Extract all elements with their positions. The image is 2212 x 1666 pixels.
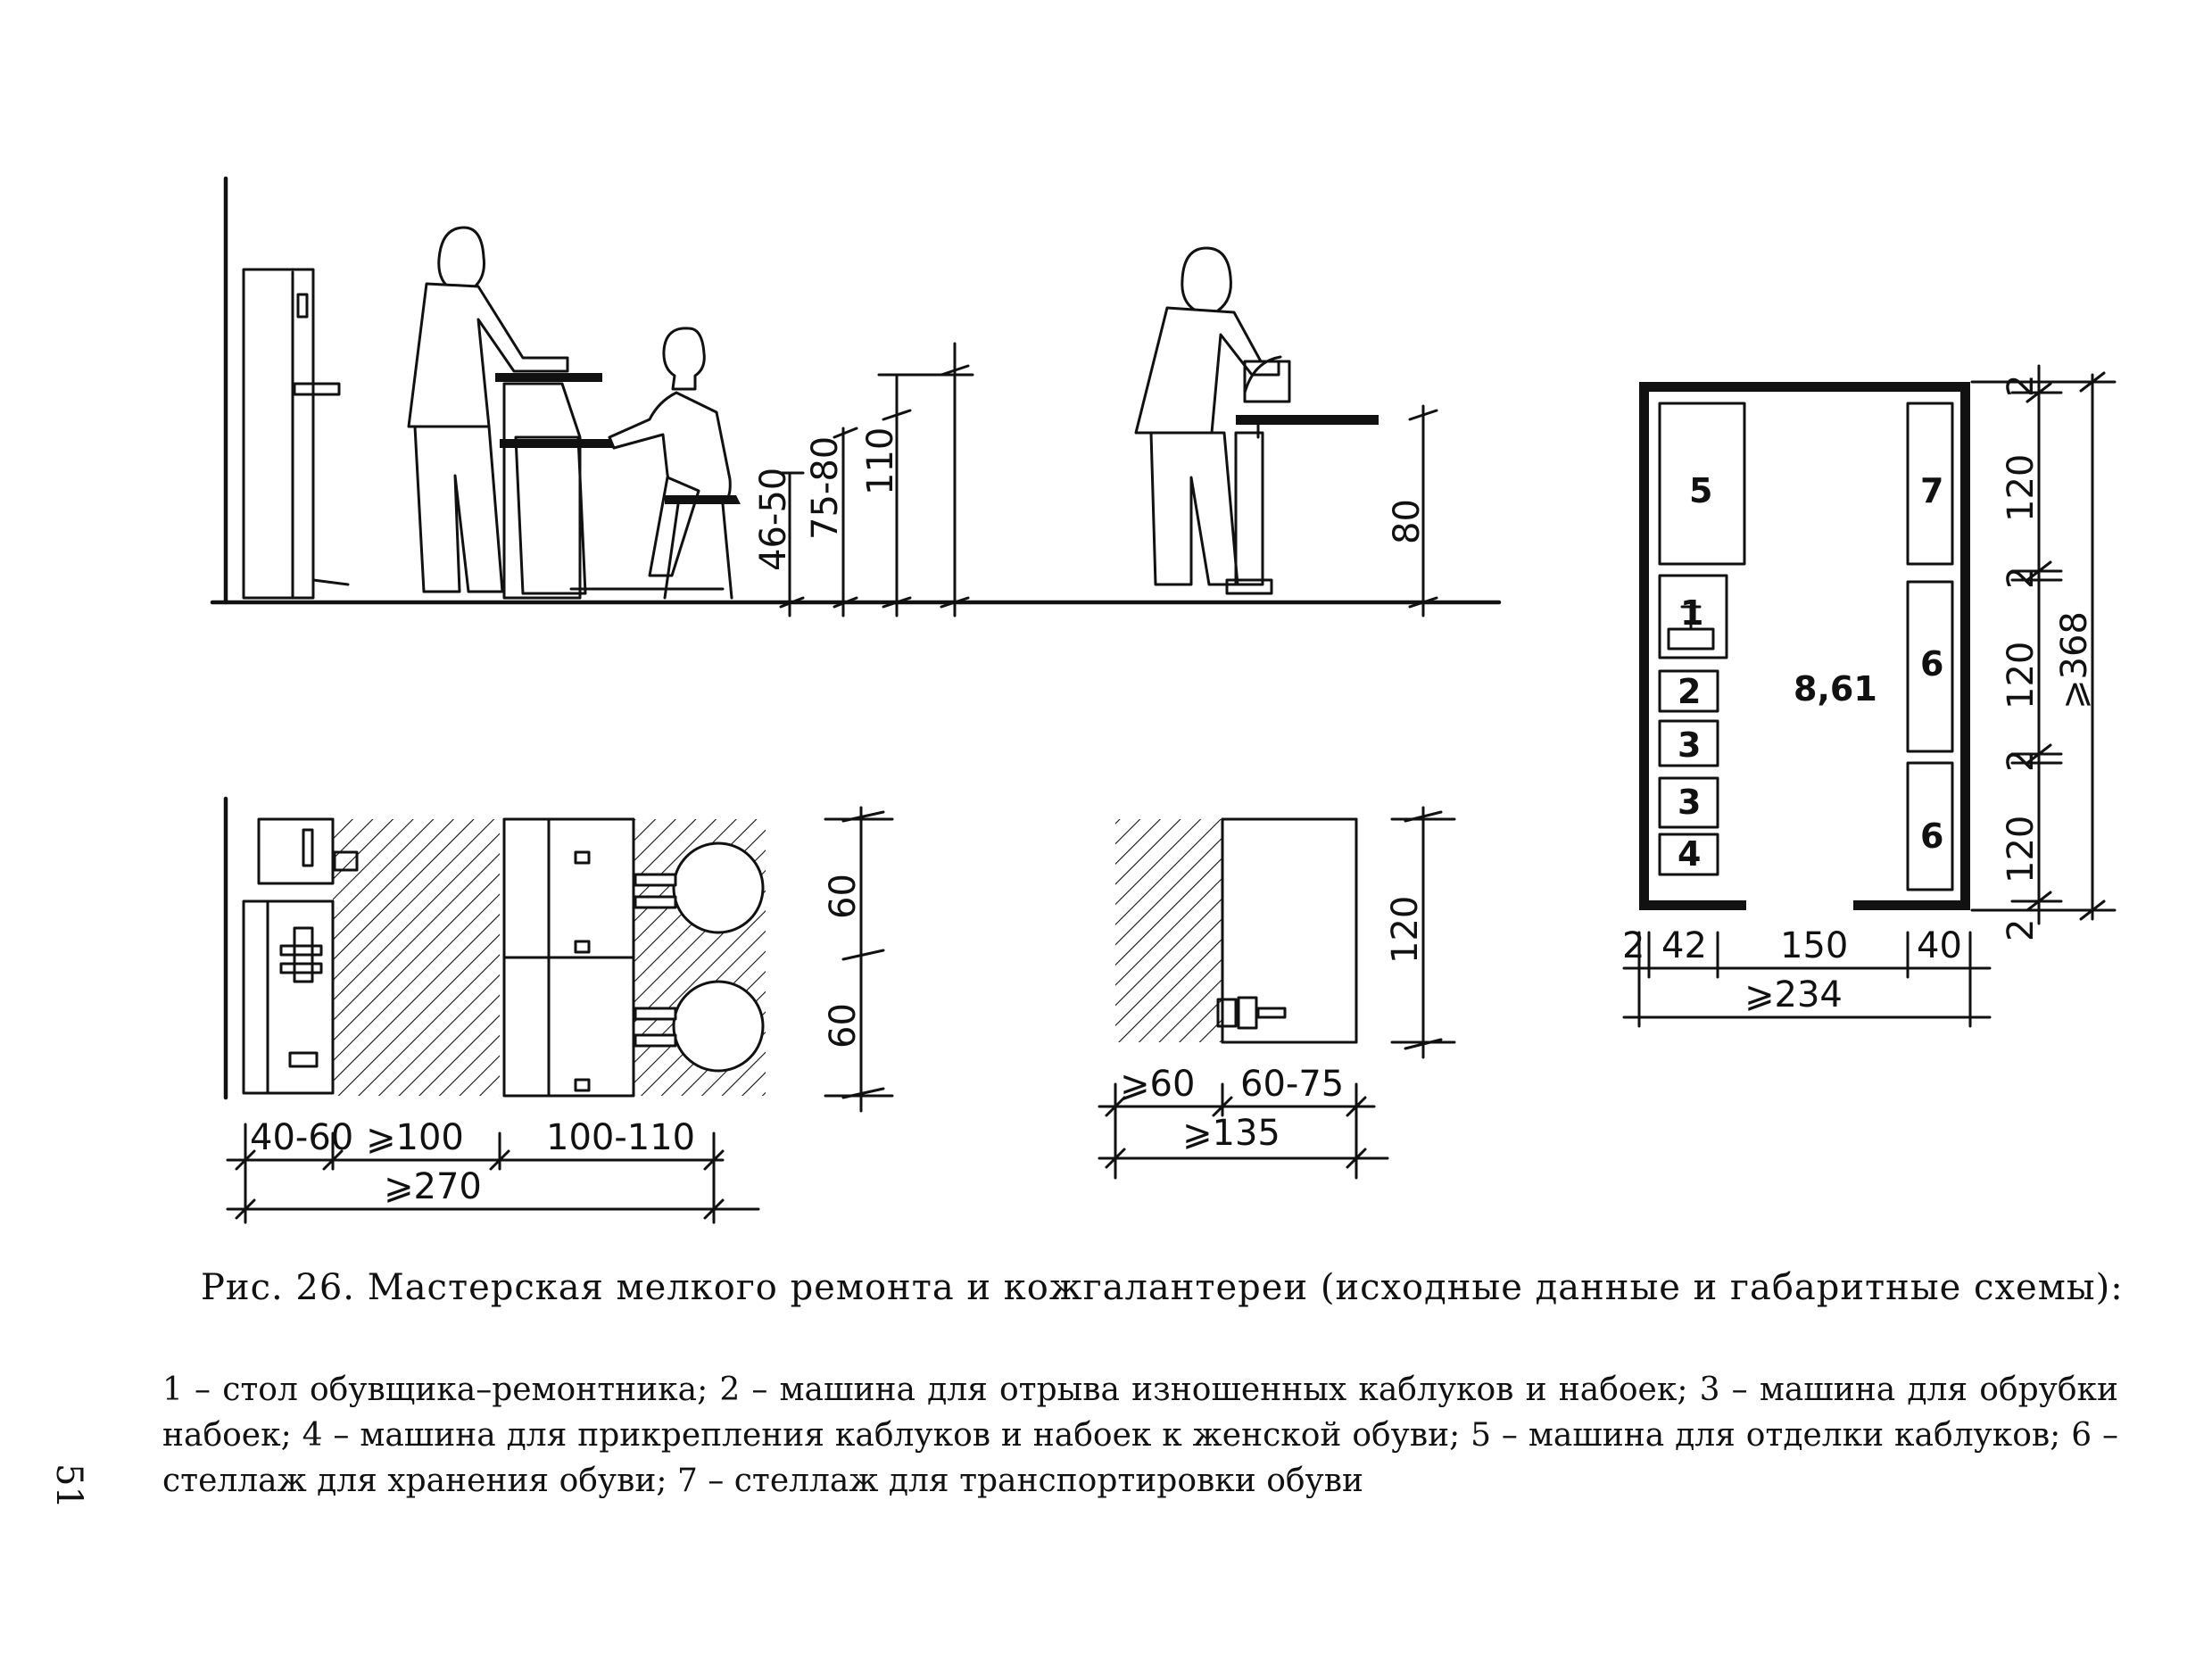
side-elevation: 46-50 75-80 110 80 xyxy=(210,176,1502,617)
dim-wall-top: 2 xyxy=(2001,375,2042,397)
figure-legend: 1 – стол обувщика–ремонтника; 2 – машина… xyxy=(162,1372,2118,1499)
dim-wall-left: 2 xyxy=(1622,925,1645,966)
dim-machine-zone-depth: 120 xyxy=(1385,896,1426,964)
dim-total-width: ⩾135 xyxy=(1182,1113,1280,1154)
dim-machine-width: 60-75 xyxy=(1240,1064,1344,1105)
plan-machine: 120 ⩾60 60-75 ⩾135 xyxy=(1098,806,1456,1180)
equipment-6b-label: 6 xyxy=(1920,816,1943,856)
equipment-3b-label: 3 xyxy=(1678,783,1701,822)
room-area: 8,61 xyxy=(1794,669,1877,709)
dim-room-length: ⩾368 xyxy=(2054,611,2095,709)
page-number: 51 xyxy=(48,1463,89,1509)
dim-wall-bottom: 2 xyxy=(2001,919,2042,941)
dim-passage-width: ⩾60 xyxy=(1120,1064,1195,1105)
dim-total-width: ⩾270 xyxy=(384,1166,482,1207)
equipment-1-label: 1 xyxy=(1680,593,1703,633)
equipment-3a xyxy=(1658,719,1719,767)
seated-person-figure xyxy=(569,327,741,600)
dim-machine-depth: 40-60 xyxy=(250,1117,353,1158)
room-plan: 5 1 2 3 3 4 7 6 6 8,61 2 120 2 120 2 120… xyxy=(1622,364,2117,1028)
dim-gap-2: 2 xyxy=(2001,750,2042,772)
equipment-5-label: 5 xyxy=(1689,471,1712,510)
dim-rack-6a: 120 xyxy=(2001,642,2042,709)
equipment-7 xyxy=(1906,402,1954,566)
dim-low-bench-height: 75-80 xyxy=(805,436,846,540)
dim-rack-6b: 120 xyxy=(2001,816,2042,883)
dim-equipment-depth: 42 xyxy=(1661,925,1707,966)
equipment-2 xyxy=(1658,669,1719,713)
dim-seat-pitch-bottom: 60 xyxy=(823,1003,864,1049)
equipment-3b xyxy=(1658,776,1719,829)
equipment-1 xyxy=(1658,574,1728,659)
dim-seat-height: 46-50 xyxy=(753,468,794,571)
equipment-6a-label: 6 xyxy=(1920,644,1943,684)
plan-workbench: 60 60 40-60 ⩾100 100-110 ⩾270 xyxy=(223,796,894,1224)
equipment-5 xyxy=(1658,402,1746,566)
workbench xyxy=(495,373,616,600)
dim-rack-depth: 40 xyxy=(1917,925,1962,966)
wall-machine xyxy=(242,268,350,600)
dim-passage-width: ⩾100 xyxy=(366,1117,464,1158)
equipment-2-label: 2 xyxy=(1678,672,1701,711)
dim-gap-1: 2 xyxy=(2001,567,2042,589)
floor-machine xyxy=(1225,355,1379,595)
equipment-3a-label: 3 xyxy=(1678,725,1701,765)
dim-rack-7: 120 xyxy=(2001,454,2042,522)
equipment-7-label: 7 xyxy=(1920,471,1943,510)
equipment-4 xyxy=(1658,833,1719,876)
worker-at-machine-figure xyxy=(1134,246,1280,586)
dim-seat-pitch-top: 60 xyxy=(823,874,864,919)
standing-person-figure xyxy=(407,226,569,593)
dim-high-bench-height: 110 xyxy=(860,427,901,495)
equipment-4-label: 4 xyxy=(1678,834,1701,874)
figure-caption: Рис. 26. Мастерская мелкого ремонта и ко… xyxy=(201,1267,2124,1308)
dim-room-width: ⩾234 xyxy=(1744,974,1843,1015)
equipment-6a xyxy=(1906,580,1954,753)
equipment-6b xyxy=(1906,761,1954,891)
dim-aisle-width: 150 xyxy=(1780,925,1848,966)
dim-machine-table-height: 80 xyxy=(1387,499,1428,544)
elevation-dimensions: 46-50 75-80 110 80 xyxy=(753,342,1438,617)
dim-bench-depth: 100-110 xyxy=(546,1117,695,1158)
